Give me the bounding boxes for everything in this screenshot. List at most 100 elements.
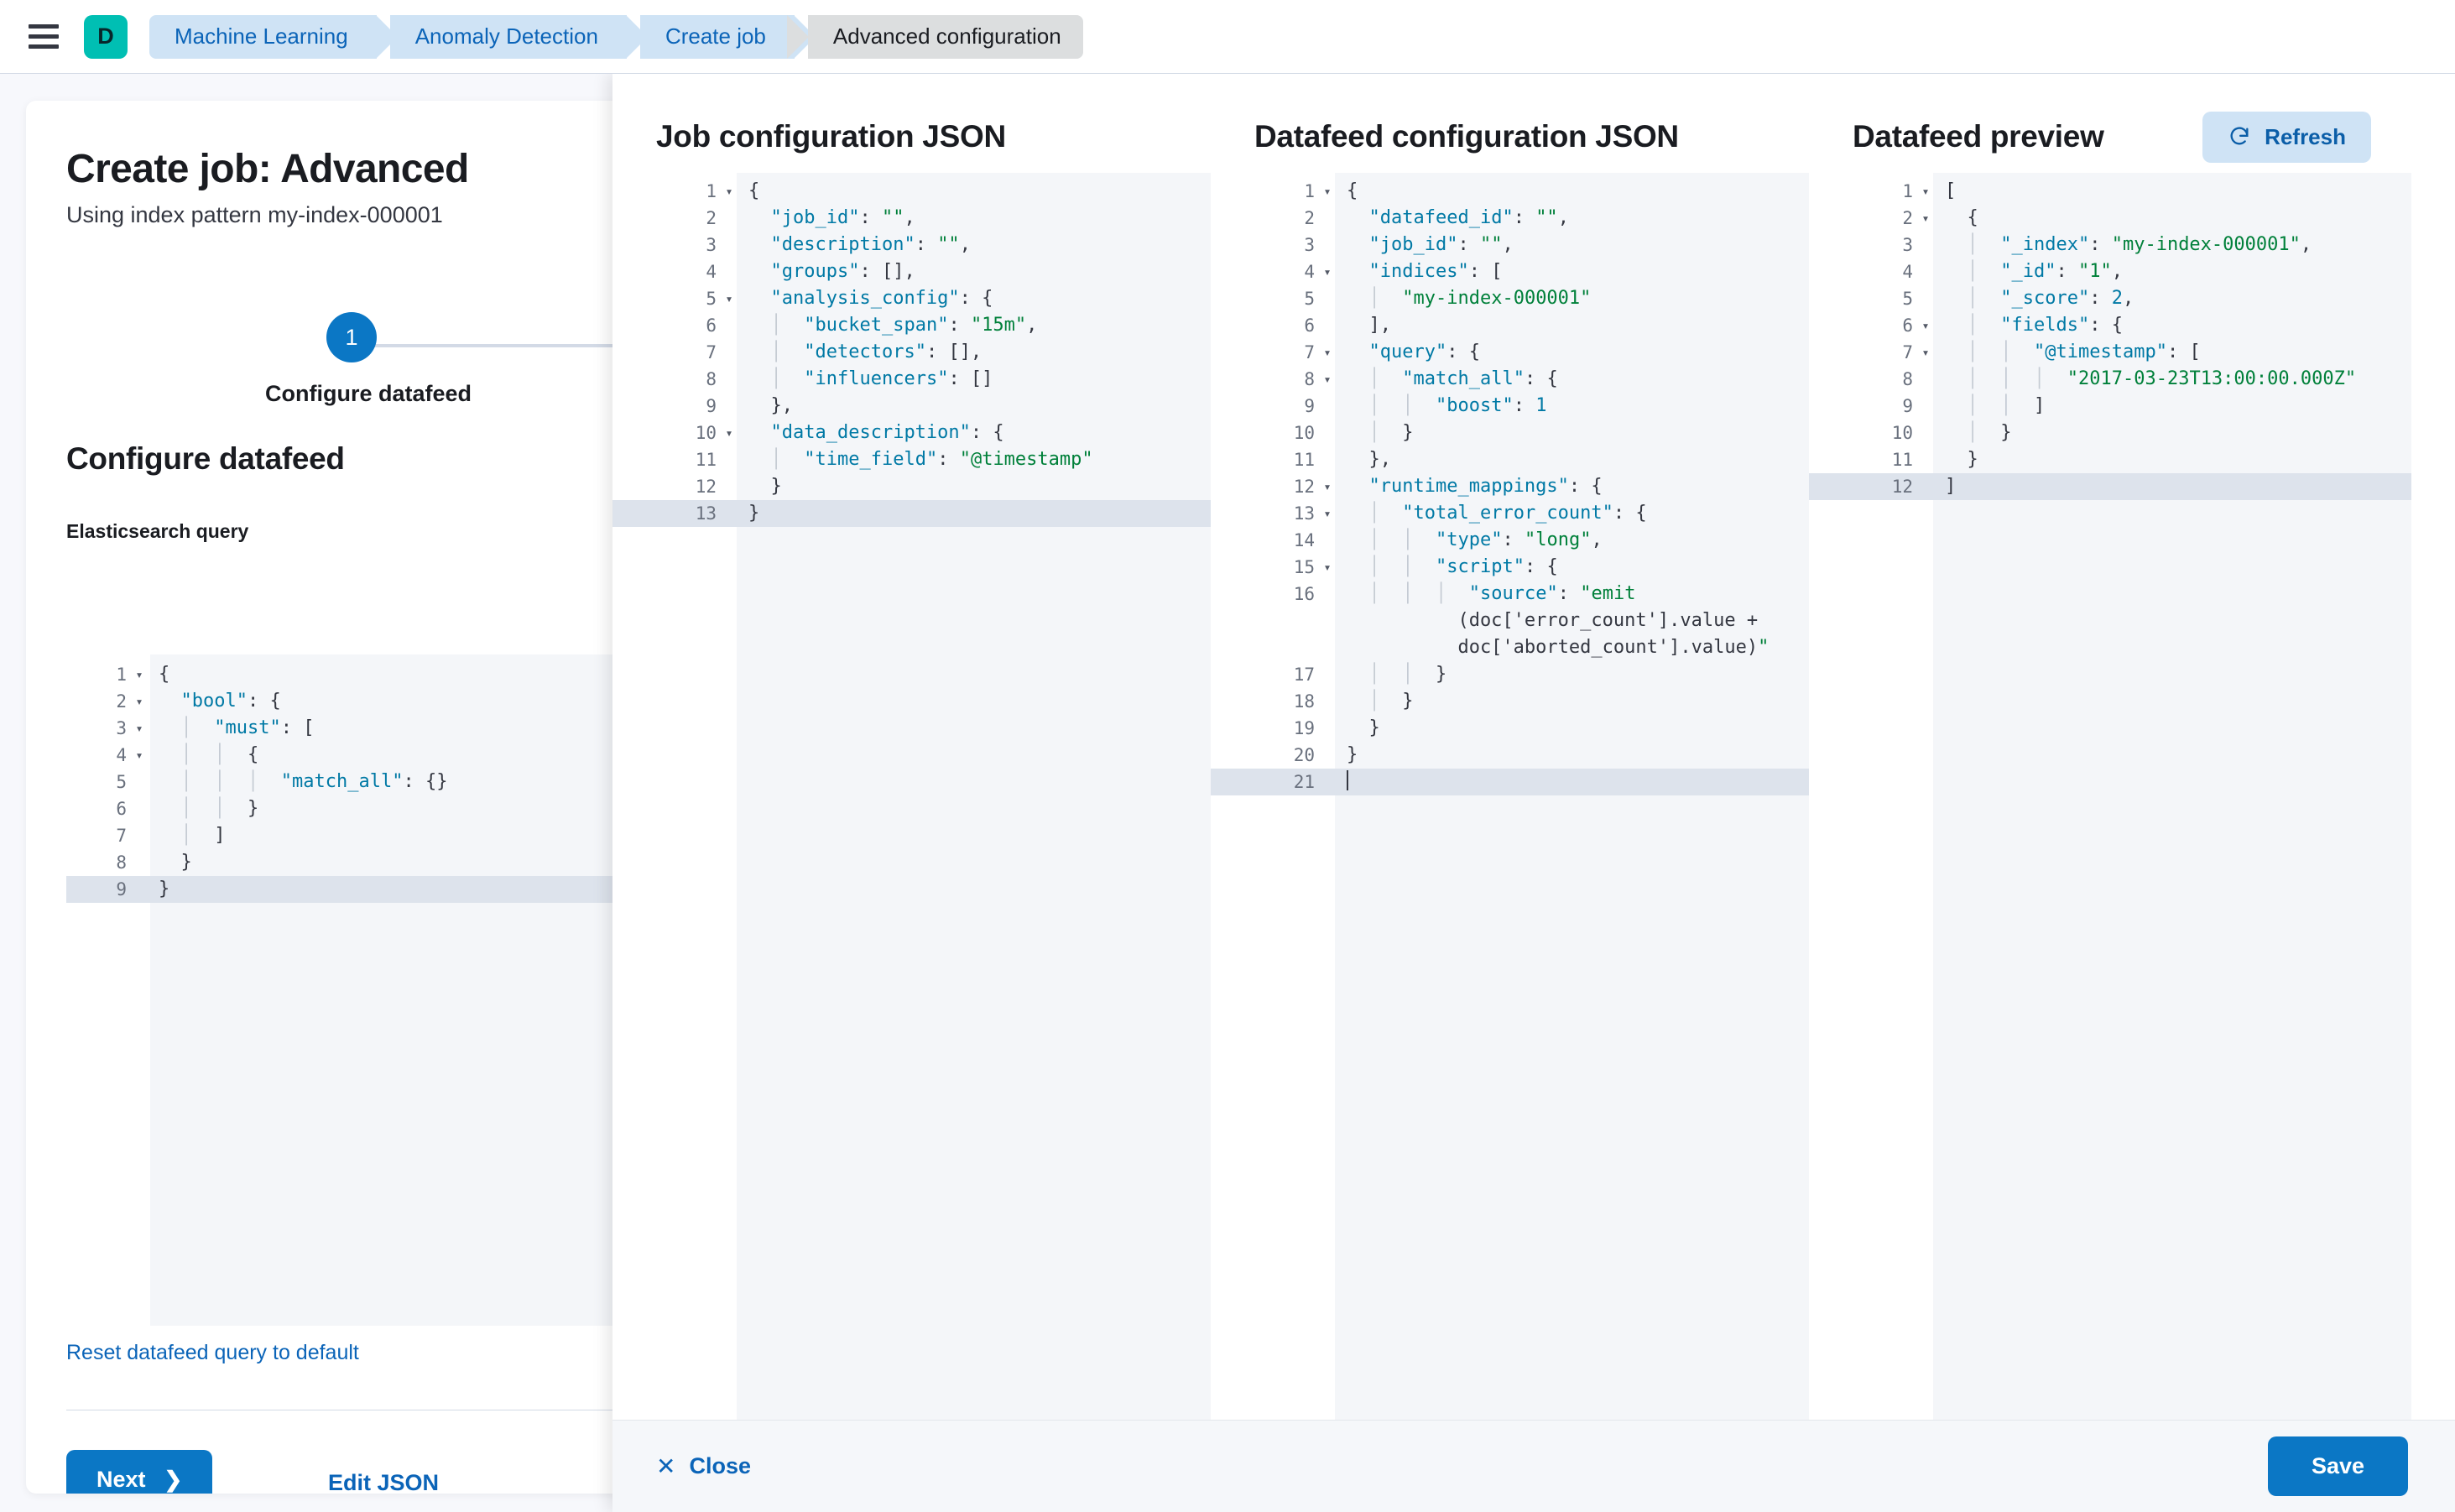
line-code: }: [748, 476, 782, 497]
editor-line[interactable]: 6▾ │ "fields": {: [1809, 312, 2411, 339]
breadcrumb-item-create-job[interactable]: Create job: [639, 14, 816, 59]
fold-toggle-icon[interactable]: ▾: [1323, 345, 1332, 360]
line-number: 8: [116, 852, 127, 873]
editor-line[interactable]: 9 },: [612, 393, 1211, 420]
hamburger-menu-icon[interactable]: [29, 23, 62, 50]
fold-toggle-icon[interactable]: ▾: [135, 667, 143, 682]
editor-line[interactable]: 1▾{: [612, 178, 1211, 205]
fold-toggle-icon[interactable]: ▾: [1323, 372, 1332, 387]
editor-line[interactable]: 13▾ │ "total_error_count": {: [1211, 500, 1809, 527]
editor-line[interactable]: 19 }: [1211, 715, 1809, 742]
breadcrumb-label: Anomaly Detection: [414, 23, 598, 49]
editor-line[interactable]: 4▾ "indices": [: [1211, 258, 1809, 285]
fold-toggle-icon[interactable]: ▾: [1323, 184, 1332, 199]
editor-line[interactable]: 1▾{: [1211, 178, 1809, 205]
editor-line[interactable]: 8 │ │ │ "2017-03-23T13:00:00.000Z": [1809, 366, 2411, 393]
editor-line[interactable]: 12]: [1809, 473, 2411, 500]
fold-toggle-icon[interactable]: ▾: [135, 748, 143, 763]
editor-line[interactable]: 1▾[: [1809, 178, 2411, 205]
editor-line[interactable]: 6 │ │ }: [66, 795, 1117, 822]
editor-line[interactable]: 2▾ "bool": {: [66, 688, 1117, 715]
editor-line[interactable]: 6 ],: [1211, 312, 1809, 339]
editor-line[interactable]: 5 │ "my-index-000001": [1211, 285, 1809, 312]
editor-line[interactable]: 3 │ "_index": "my-index-000001",: [1809, 232, 2411, 258]
next-button[interactable]: Next ❯: [66, 1450, 213, 1494]
editor-line[interactable]: 15▾ │ │ "script": {: [1211, 554, 1809, 581]
editor-line[interactable]: 4 "groups": [],: [612, 258, 1211, 285]
line-number: 3: [1902, 235, 1913, 255]
editor-line[interactable]: 16 │ │ │ "source": "emit (doc['error_cou…: [1211, 581, 1809, 661]
editor-line[interactable]: 3▾ │ "must": [: [66, 715, 1117, 742]
edit-json-button[interactable]: Edit JSON: [321, 1453, 446, 1494]
editor-line[interactable]: 11 │ "time_field": "@timestamp": [612, 446, 1211, 473]
editor-line[interactable]: 10 │ }: [1809, 420, 2411, 446]
editor-line[interactable]: 4 │ "_id": "1",: [1809, 258, 2411, 285]
editor-line[interactable]: 17 │ │ }: [1211, 661, 1809, 688]
line-code: │ "time_field": "@timestamp": [770, 449, 1093, 470]
fold-toggle-icon[interactable]: ▾: [1921, 318, 1930, 333]
editor-line[interactable]: 8▾ │ "match_all": {: [1211, 366, 1809, 393]
datafeed-configuration-json-editor[interactable]: 1▾{2 "datafeed_id": "",3 "job_id": "",4▾…: [1211, 173, 1809, 1420]
fold-toggle-icon[interactable]: ▾: [725, 425, 733, 441]
line-code: {: [159, 664, 170, 685]
editor-line[interactable]: 2 "datafeed_id": "",: [1211, 205, 1809, 232]
editor-line[interactable]: 1▾{: [66, 661, 1117, 688]
fold-toggle-icon[interactable]: ▾: [1921, 211, 1930, 226]
editor-line[interactable]: 3 "job_id": "",: [1211, 232, 1809, 258]
elasticsearch-query-label: Elasticsearch query: [66, 520, 249, 542]
editor-line[interactable]: 21: [1211, 769, 1809, 795]
reset-datafeed-query-link[interactable]: Reset datafeed query to default: [66, 1341, 359, 1364]
editor-line[interactable]: 9 │ │ ]: [1809, 393, 2411, 420]
editor-line[interactable]: 12▾ "runtime_mappings": {: [1211, 473, 1809, 500]
editor-line[interactable]: 7 │ ]: [66, 822, 1117, 849]
editor-line[interactable]: 5 │ │ │ "match_all": {}: [66, 769, 1117, 795]
fold-toggle-icon[interactable]: ▾: [725, 184, 733, 199]
editor-line[interactable]: 5 │ "_score": 2,: [1809, 285, 2411, 312]
editor-line[interactable]: 8 }: [66, 849, 1117, 876]
fold-toggle-icon[interactable]: ▾: [1323, 479, 1332, 494]
editor-line[interactable]: 7 │ "detectors": [],: [612, 339, 1211, 366]
line-code: │ │ "type": "long",: [1368, 529, 1603, 550]
editor-line[interactable]: 8 │ "influencers": []: [612, 366, 1211, 393]
editor-line[interactable]: 20}: [1211, 742, 1809, 769]
fold-toggle-icon[interactable]: ▾: [725, 291, 733, 306]
breadcrumb-item-anomaly-detection[interactable]: Anomaly Detection: [389, 14, 649, 59]
editor-line[interactable]: 11 },: [1211, 446, 1809, 473]
editor-line[interactable]: 10 │ }: [1211, 420, 1809, 446]
editor-line[interactable]: 6 │ "bucket_span": "15m",: [612, 312, 1211, 339]
editor-line[interactable]: 13}: [612, 500, 1211, 527]
editor-line[interactable]: 14 │ │ "type": "long",: [1211, 527, 1809, 554]
refresh-button[interactable]: Refresh: [2202, 111, 2371, 163]
app-logo-badge[interactable]: D: [84, 14, 128, 59]
editor-line[interactable]: 18 │ }: [1211, 688, 1809, 715]
fold-toggle-icon[interactable]: ▾: [135, 721, 143, 736]
editor-line[interactable]: 2▾ {: [1809, 205, 2411, 232]
breadcrumb-item-advanced-configuration[interactable]: Advanced configuration: [786, 14, 1083, 59]
editor-line[interactable]: 9 │ │ "boost": 1: [1211, 393, 1809, 420]
editor-line[interactable]: 4▾ │ │ {: [66, 742, 1117, 769]
fold-toggle-icon[interactable]: ▾: [1921, 345, 1930, 360]
editor-line[interactable]: 7▾ "query": {: [1211, 339, 1809, 366]
datafeed-preview-json-editor[interactable]: 1▾[2▾ {3 │ "_index": "my-index-000001",4…: [1809, 173, 2411, 1420]
fold-toggle-icon[interactable]: ▾: [1323, 506, 1332, 521]
editor-line[interactable]: 2 "job_id": "",: [612, 205, 1211, 232]
line-code: }: [159, 879, 170, 899]
job-configuration-json-editor[interactable]: 1▾{2 "job_id": "",3 "description": "",4 …: [612, 173, 1211, 1420]
fold-toggle-icon[interactable]: ▾: [1323, 264, 1332, 279]
fold-toggle-icon[interactable]: ▾: [1323, 560, 1332, 575]
fold-toggle-icon[interactable]: ▾: [135, 694, 143, 709]
editor-line[interactable]: 3 "description": "",: [612, 232, 1211, 258]
breadcrumb-item-machine-learning[interactable]: Machine Learning: [149, 14, 398, 59]
editor-line[interactable]: 10▾ "data_description": {: [612, 420, 1211, 446]
line-code: "analysis_config": {: [770, 288, 993, 309]
line-number: 12: [695, 477, 717, 497]
fold-toggle-icon[interactable]: ▾: [1921, 184, 1930, 199]
editor-line[interactable]: 12 }: [612, 473, 1211, 500]
close-button[interactable]: ✕ Close: [656, 1453, 751, 1479]
editor-line[interactable]: 7▾ │ │ "@timestamp": [: [1809, 339, 2411, 366]
editor-line[interactable]: 5▾ "analysis_config": {: [612, 285, 1211, 312]
save-button[interactable]: Save: [2267, 1436, 2408, 1496]
editor-line[interactable]: 11 }: [1809, 446, 2411, 473]
line-number: 20: [1293, 745, 1315, 765]
stepper-step-1[interactable]: 1: [326, 312, 377, 362]
